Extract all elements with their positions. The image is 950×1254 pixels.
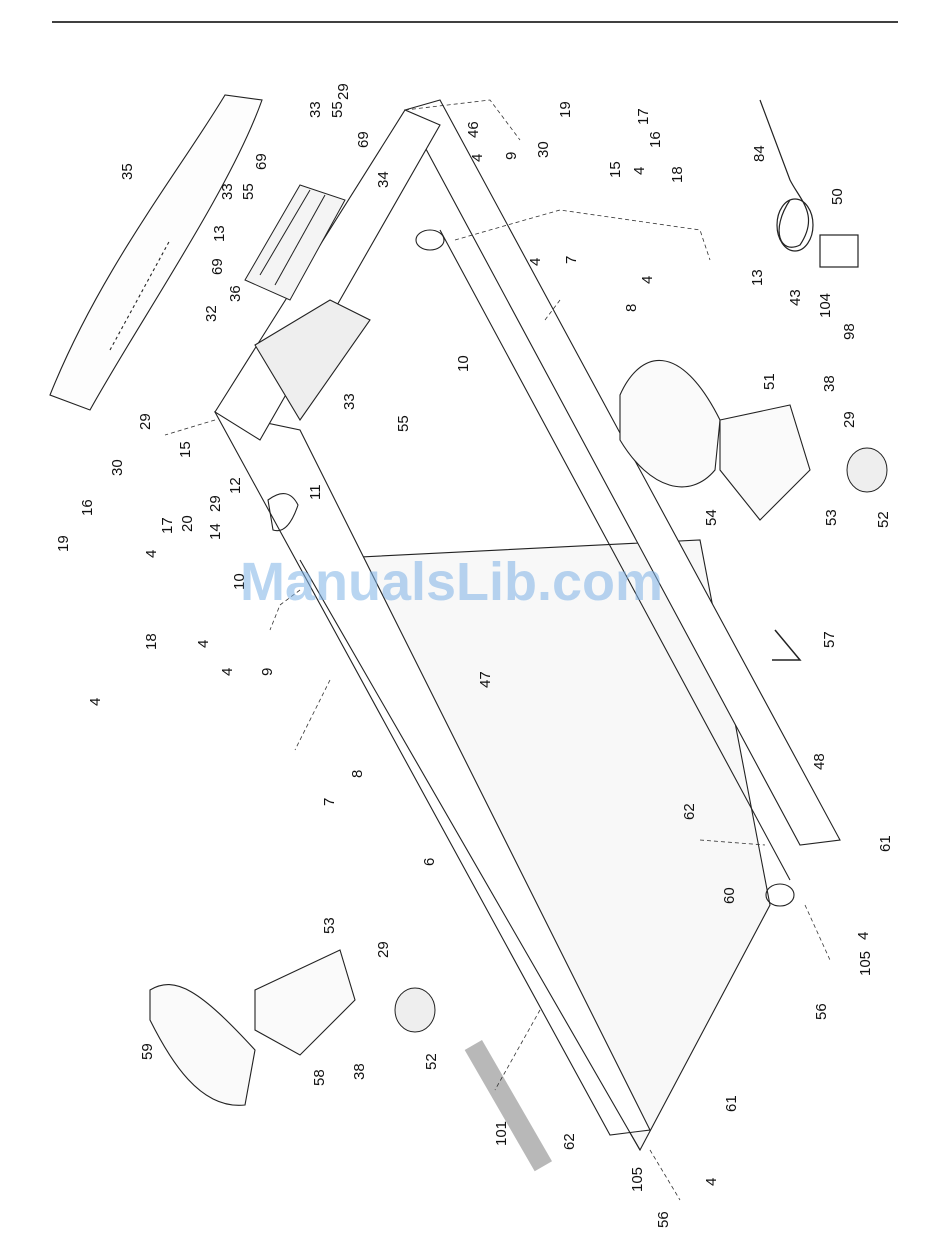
callout-13: 13 [749,269,766,286]
callout-10: 10 [455,355,472,372]
callout-9: 9 [503,152,520,160]
callout-4: 4 [631,167,648,175]
callout-105: 105 [857,951,874,976]
callout-43: 43 [787,289,804,306]
callout-4: 4 [195,640,212,648]
callout-104: 104 [817,293,834,318]
callout-15: 15 [607,161,624,178]
watermark: ManualsLib.com [240,552,663,612]
callout-8: 8 [349,770,366,778]
callout-62: 62 [561,1133,578,1150]
callout-14: 14 [207,523,224,540]
callout-61: 61 [877,835,894,852]
callout-101: 101 [493,1121,510,1146]
callout-29: 29 [207,495,224,512]
callout-29: 29 [375,941,392,958]
callout-54: 54 [703,509,720,526]
callout-18: 18 [669,166,686,183]
endcap-51 [720,405,810,520]
callout-53: 53 [823,509,840,526]
callout-58: 58 [311,1069,328,1086]
callout-33: 33 [341,393,358,410]
callout-20: 20 [179,515,196,532]
callout-60: 60 [721,887,738,904]
callout-15: 15 [177,441,194,458]
callout-16: 16 [79,499,96,516]
callout-38: 38 [821,375,838,392]
callout-59: 59 [139,1043,156,1060]
callout-4: 4 [469,154,486,162]
callout-6: 6 [421,858,438,866]
callout-19: 19 [557,101,574,118]
callout-38: 38 [351,1063,368,1080]
callout-55: 55 [395,415,412,432]
callout-19: 19 [55,535,72,552]
endcap-59 [150,985,255,1106]
callout-17: 17 [159,517,176,534]
callout-11: 11 [307,484,324,500]
callout-4: 4 [527,258,544,266]
callout-52: 52 [875,511,892,528]
callout-56: 56 [813,1003,830,1020]
callout-57: 57 [821,631,838,648]
callout-4: 4 [87,698,104,706]
allen-wrench-57 [772,630,800,660]
callout-55: 55 [240,183,257,200]
foot-52-top [847,448,887,492]
callout-7: 7 [321,798,338,806]
callout-51: 51 [761,373,778,390]
callout-34: 34 [375,171,392,188]
callout-62: 62 [681,803,698,820]
callout-29: 29 [137,413,154,430]
callout-84: 84 [751,145,768,162]
callout-8: 8 [623,304,640,312]
endcap-58 [255,950,355,1055]
warning-decal-101 [465,1040,552,1171]
motor-hood-35 [50,95,262,410]
callout-105: 105 [629,1167,646,1192]
callout-36: 36 [227,285,244,302]
callout-29: 29 [335,83,352,100]
callout-32: 32 [203,305,220,322]
callout-17: 17 [635,108,652,125]
callout-12: 12 [227,477,244,494]
callout-56: 56 [655,1211,672,1228]
callout-9: 9 [259,668,276,676]
callout-69: 69 [209,258,226,275]
callout-35: 35 [119,163,136,180]
callout-47: 47 [477,671,494,688]
callout-55: 55 [329,101,346,118]
callout-29: 29 [841,411,858,428]
callout-33: 33 [219,183,236,200]
front-roller [416,230,444,250]
callout-4: 4 [703,1178,720,1186]
power-cord-84 [760,100,858,267]
callout-50: 50 [829,188,846,205]
callout-16: 16 [647,131,664,148]
callout-18: 18 [143,633,160,650]
callout-98: 98 [841,323,858,340]
callout-13: 13 [211,225,228,242]
callout-48: 48 [811,753,828,770]
callout-69: 69 [253,153,270,170]
callout-30: 30 [109,459,126,476]
callout-46: 46 [465,121,482,138]
callout-4: 4 [143,550,160,558]
callout-4: 4 [219,668,236,676]
rear-roller [766,884,794,906]
callout-7: 7 [563,256,580,264]
callout-4: 4 [855,932,872,940]
foot-52-bottom [395,988,435,1032]
callout-52: 52 [423,1053,440,1070]
callout-69: 69 [355,131,372,148]
callout-30: 30 [535,141,552,158]
callout-53: 53 [321,917,338,934]
callout-33: 33 [307,101,324,118]
callout-61: 61 [723,1095,740,1112]
callout-4: 4 [639,276,656,284]
